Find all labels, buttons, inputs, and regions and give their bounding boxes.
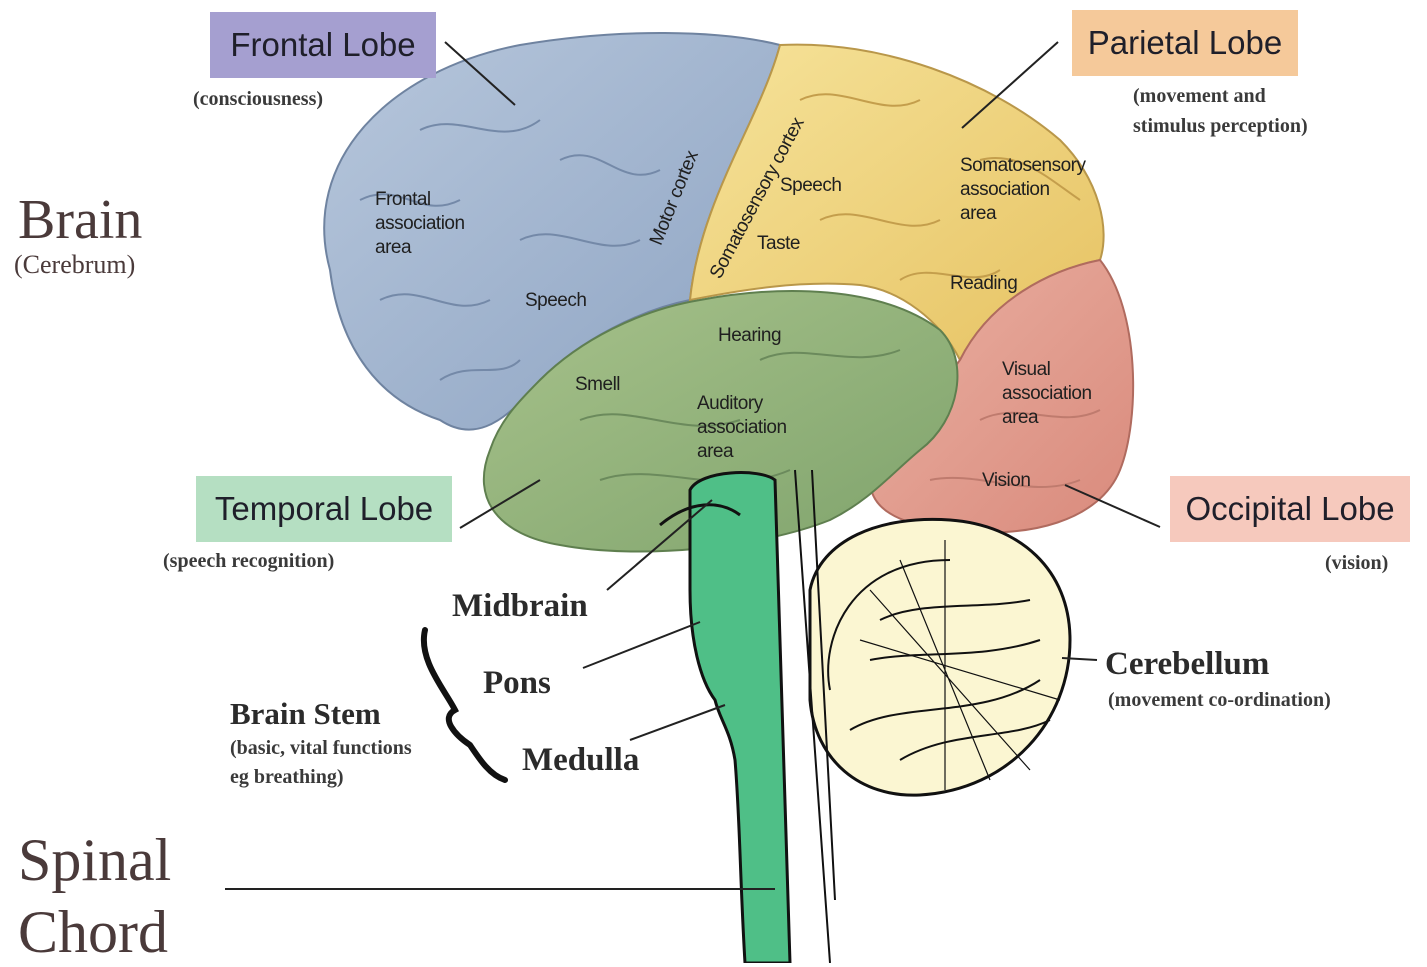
visual-association-area: Visual association area xyxy=(1002,358,1092,430)
smell: Smell xyxy=(575,373,620,397)
frontal-lobe-label: Frontal Lobe xyxy=(210,12,436,78)
cerebellum-shape xyxy=(810,519,1070,795)
temporal-lobe-label: Temporal Lobe xyxy=(196,476,452,542)
brain-title: Brain xyxy=(18,188,142,252)
parietal-lobe-label: Parietal Lobe xyxy=(1072,10,1298,76)
parietal-lobe-function-line1: (movement and xyxy=(1133,81,1266,111)
reading: Reading xyxy=(950,272,1017,296)
frontal-association-area: Frontal association area xyxy=(375,188,465,260)
parietal-lobe-function-line2: stimulus perception) xyxy=(1133,111,1308,141)
vision: Vision xyxy=(982,469,1030,493)
brain-stem-desc-line1: (basic, vital functions xyxy=(230,733,412,763)
medulla-label: Medulla xyxy=(522,742,639,779)
somatosensory-association-area: Somatosensory association area xyxy=(960,154,1086,226)
speech-parietal: Speech xyxy=(780,174,841,198)
midbrain-label: Midbrain xyxy=(452,588,588,625)
hearing: Hearing xyxy=(718,324,781,348)
temporal-lobe-function: (speech recognition) xyxy=(163,546,334,576)
frontal-lobe-function: (consciousness) xyxy=(193,84,323,114)
brain-stem-brace xyxy=(424,630,505,780)
brain-stem-desc-line2: eg breathing) xyxy=(230,762,344,792)
brain-stem-title: Brain Stem xyxy=(230,696,381,732)
pons-label: Pons xyxy=(483,665,551,702)
taste: Taste xyxy=(757,232,800,256)
auditory-association-area: Auditory association area xyxy=(697,392,787,464)
spinal-line1: Spinal xyxy=(18,826,171,895)
spinal-line2: Chord xyxy=(18,898,168,967)
speech-frontal: Speech xyxy=(525,289,586,313)
cerebellum-function: (movement co-ordination) xyxy=(1108,685,1331,715)
cerebellum-label: Cerebellum xyxy=(1105,646,1269,683)
occipital-lobe-function: (vision) xyxy=(1325,548,1388,578)
occipital-lobe-label: Occipital Lobe xyxy=(1170,476,1410,542)
brain-subtitle: (Cerebrum) xyxy=(14,250,135,280)
